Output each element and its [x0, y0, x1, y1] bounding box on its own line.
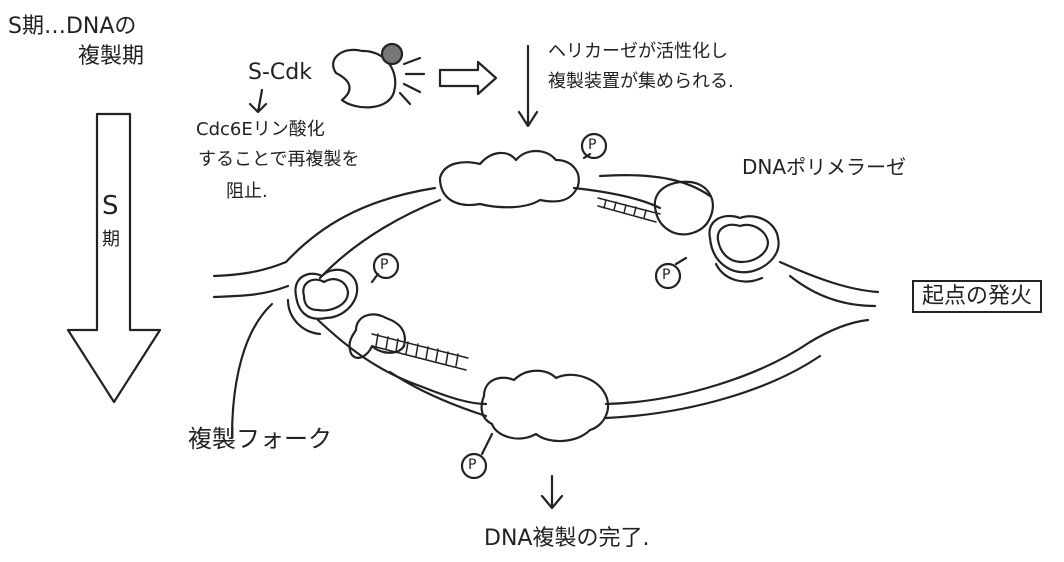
s-phase-title-line1: S期…DNAの	[8, 14, 137, 39]
hollow-right-arrow-icon	[438, 60, 498, 96]
right-replication-machinery-icon	[653, 180, 780, 283]
s-phase-title-line2: 複製期	[78, 44, 145, 69]
replication-fork-label: 複製フォーク	[188, 425, 332, 453]
parental-dna-strands	[212, 174, 880, 420]
phosphate-icons	[370, 132, 688, 480]
s-arrow-label-ki: 期	[102, 229, 120, 250]
helicase-text-line2: 複製装置が集められる.	[548, 71, 734, 92]
helicase-down-arrow-icon	[517, 44, 539, 128]
phosphate-label: P	[588, 137, 597, 153]
cdc6-text-line3: 阻止.	[226, 181, 268, 202]
s-phase-arrow-icon	[66, 112, 162, 404]
cdc6-text-line2: することで再複製を	[198, 149, 360, 170]
s-cdk-complex-icon	[332, 42, 426, 109]
phosphate-label: P	[468, 457, 477, 473]
phosphate-label: P	[380, 257, 389, 273]
phosphate-label: P	[662, 267, 671, 283]
dna-polymerase-label: DNAポリメラーゼ	[742, 155, 907, 179]
cdc6-text-line1: Cdc6Eリン酸化	[196, 119, 325, 140]
helicase-top-icon	[438, 149, 580, 209]
completion-down-arrow-icon	[540, 474, 564, 510]
new-dna-strand-hatch	[371, 197, 661, 371]
fork-pointer-line	[230, 302, 274, 440]
down-arrow-icon	[248, 88, 268, 114]
left-replication-machinery-icon	[286, 268, 406, 359]
helicase-bottom-icon	[480, 369, 610, 443]
origin-firing-label: 起点の発火	[912, 280, 1043, 314]
completion-label: DNA複製の完了.	[484, 526, 650, 551]
s-arrow-label-s: S	[102, 191, 119, 221]
helicase-text-line1: ヘリカーゼが活性化し	[548, 41, 728, 62]
s-cdk-label: S-Cdk	[248, 60, 312, 85]
